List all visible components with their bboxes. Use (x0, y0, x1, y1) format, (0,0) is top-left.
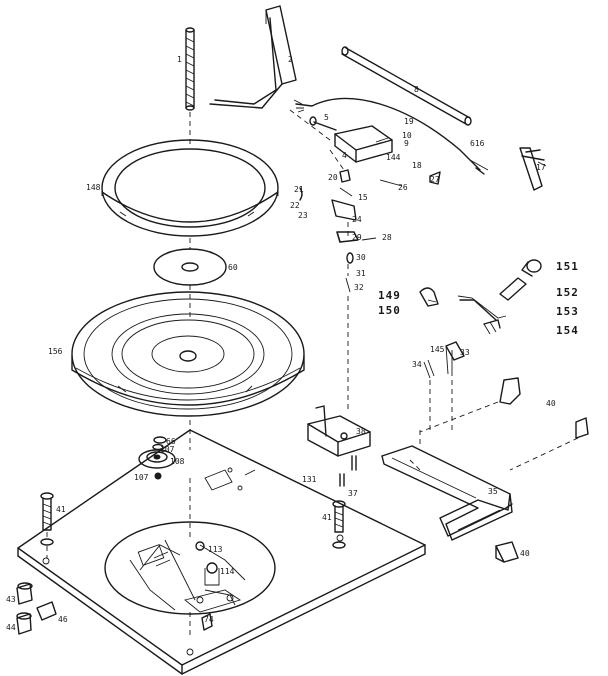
label-part: 44 (6, 623, 16, 632)
switch-parts (423, 341, 465, 430)
label-part: 26 (398, 183, 408, 192)
label-part: 29 (352, 233, 362, 242)
foot-parts (16, 582, 57, 635)
arm-tip (519, 147, 547, 191)
center-mat (153, 248, 227, 286)
label-part: 154 (556, 324, 579, 337)
label-part: 40 (546, 399, 556, 408)
label-part: 22 (290, 201, 300, 210)
label-part: 34 (412, 360, 422, 369)
label-part: 23 (298, 211, 308, 220)
label-part: 20 (328, 173, 338, 182)
label-part: 131 (302, 475, 317, 484)
cue-assembly (419, 259, 542, 335)
tonearm-shaft (341, 46, 472, 126)
label-part: 2 (288, 55, 293, 64)
arm-bracket (307, 405, 371, 487)
center-fasteners (153, 541, 213, 631)
linkage-parts (289, 109, 441, 240)
label-part: 40 (520, 549, 530, 558)
label-part: 27 (430, 175, 440, 184)
label-part: 8 (414, 85, 419, 94)
label-part: 18 (412, 161, 422, 170)
part-labels: 1 2 8 19 5 4 10 9 144 18 17 616 20 27 26… (6, 55, 579, 632)
label-part: 4 (342, 151, 347, 160)
label-part: 38 (356, 427, 366, 436)
base-plate (17, 429, 426, 675)
cartridge-block (309, 116, 393, 163)
label-part: 24 (352, 215, 362, 224)
label-part: 19 (404, 117, 414, 126)
label-part: 108 (170, 457, 185, 466)
label-part: 60 (228, 263, 238, 272)
lift-lever (336, 231, 377, 410)
arm-rest (209, 5, 297, 109)
label-part: 28 (382, 233, 392, 242)
spindle-hub (138, 436, 176, 480)
label-part: 43 (6, 595, 16, 604)
label-part: 150 (378, 304, 401, 317)
label-part: 33 (460, 348, 470, 357)
label-part: 151 (556, 260, 579, 273)
label-part: 5 (324, 113, 329, 122)
label-part: 144 (386, 153, 401, 162)
label-part: 107 (160, 445, 175, 454)
label-part: 46 (58, 615, 68, 624)
label-part: 148 (86, 183, 101, 192)
drive-ring (101, 139, 279, 237)
label-part: 10 (402, 131, 412, 140)
clip-upper (419, 377, 589, 471)
label-part: 41 (322, 513, 332, 522)
label-part: 107 (134, 473, 149, 482)
label-part: 114 (220, 567, 235, 576)
platter (71, 291, 305, 417)
label-part: 145 (430, 345, 445, 354)
label-part: 41 (56, 505, 66, 514)
label-part: 66 (166, 437, 176, 446)
label-part: 21 (294, 185, 304, 194)
label-part: 616 (470, 139, 485, 148)
label-part: 153 (556, 305, 579, 318)
label-part: 37 (348, 489, 358, 498)
spindle-shaft (185, 27, 195, 111)
label-part: 17 (536, 163, 546, 172)
label-part: 152 (556, 286, 579, 299)
clip-lower (495, 541, 519, 563)
label-part: 149 (378, 289, 401, 302)
tonearm-cable (293, 97, 489, 175)
label-part: 9 (404, 139, 409, 148)
label-part: 35 (488, 487, 498, 496)
label-part: 1 (177, 55, 182, 64)
label-part: 30 (356, 253, 366, 262)
mount-screw-left (40, 492, 54, 558)
mount-screw-right (332, 500, 346, 549)
label-part: 74 (204, 615, 214, 624)
label-part: 156 (48, 347, 63, 356)
label-part: 113 (208, 545, 223, 554)
label-part: 31 (356, 269, 366, 278)
slide-bar (381, 430, 513, 541)
label-part: 32 (354, 283, 364, 292)
label-part: 15 (358, 193, 368, 202)
